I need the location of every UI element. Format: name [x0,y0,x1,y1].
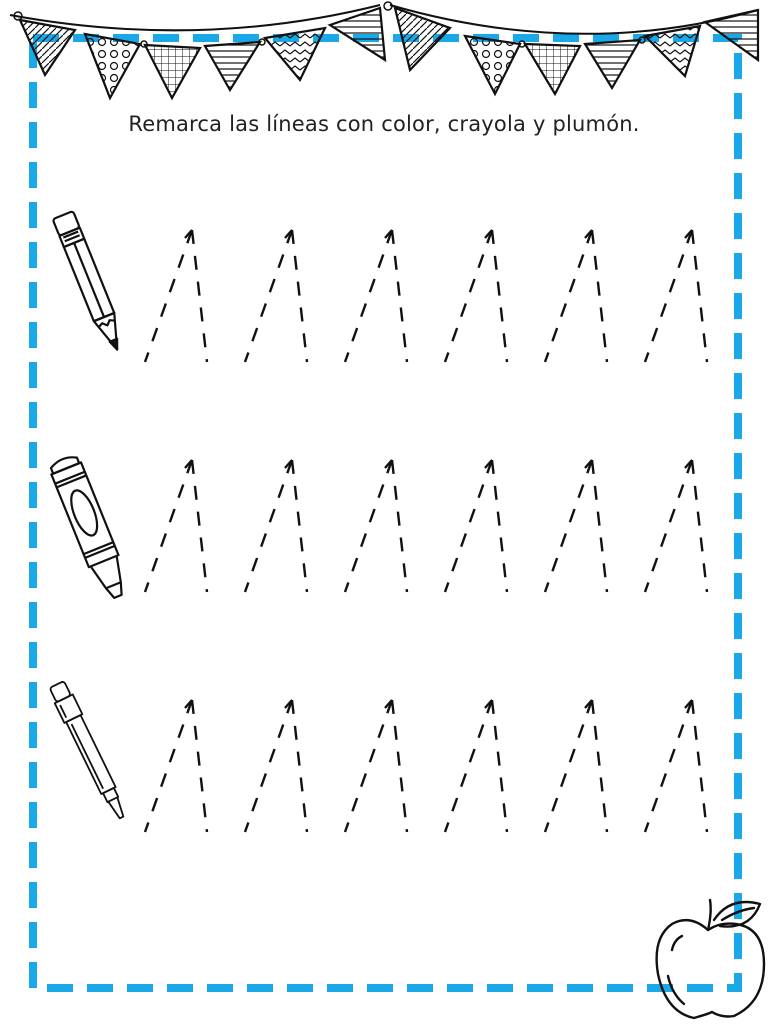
trace-figure [143,459,209,593]
trace-figure [443,459,509,593]
trace-figure [243,699,309,833]
trace-figure [343,459,409,593]
trace-figure [243,229,309,363]
trace-figure [343,699,409,833]
bunting-icon [9,1,760,101]
trace-figure [443,229,509,363]
trace-row-marker [143,699,709,833]
trace-figure [243,459,309,593]
pencil-icon [52,210,119,351]
trace-figure [143,699,209,833]
marker-icon [49,681,125,820]
trace-figure [643,459,709,593]
trace-figure [543,699,609,833]
trace-figure [543,229,609,363]
crayon-icon [49,456,123,599]
trace-figure [543,459,609,593]
trace-figure [343,229,409,363]
trace-figure [643,699,709,833]
trace-row-crayon [143,459,709,593]
trace-figure [143,229,209,363]
instruction-text: Remarca las líneas con color, crayola y … [128,112,640,136]
trace-figure [443,699,509,833]
apple-icon [655,898,766,1020]
trace-row-pencil [143,229,709,363]
trace-figure [643,229,709,363]
